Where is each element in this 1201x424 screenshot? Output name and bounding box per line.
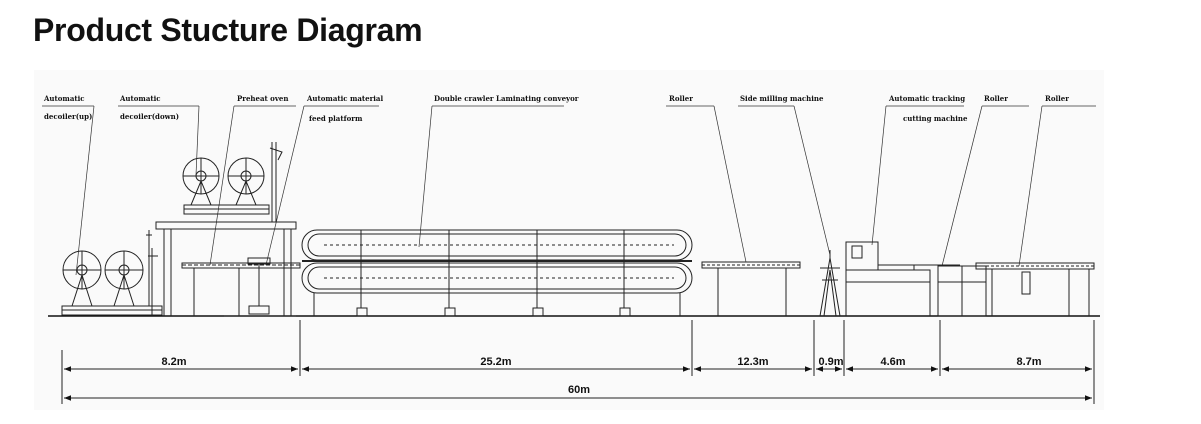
label-decoiler-down-line2: decoiler(down) xyxy=(120,112,179,121)
label-roller-3: Roller xyxy=(1045,94,1069,103)
label-crawler-conveyor: Double crawler Laminating conveyor xyxy=(434,94,579,103)
page-title: Product Stucture Diagram xyxy=(33,12,423,48)
label-feed-platform-line2: feed platform xyxy=(309,114,363,123)
dimension-labels: 8.2m 25.2m 12.3m 0.9m 4.6m 8.7m 60m xyxy=(161,356,1041,396)
label-decoiler-up-line2: decoiler(up) xyxy=(44,112,92,121)
label-decoiler-down-line1: Automatic xyxy=(119,94,161,103)
label-roller-2: Roller xyxy=(984,94,1008,103)
tracking-cutting-machine xyxy=(845,241,987,317)
preheat-oven-feed xyxy=(148,248,301,317)
production-line-diagram: Automatic decoiler(up) Automatic decoile… xyxy=(34,70,1104,410)
callout-labels: Automatic decoiler(up) Automatic decoile… xyxy=(43,94,1069,123)
side-milling-machine xyxy=(819,250,841,317)
dim-label-roller-section: 12.3m xyxy=(737,356,768,368)
upper-decoiler-platform xyxy=(155,142,297,316)
label-decoiler-up-line1: Automatic xyxy=(43,94,85,103)
double-crawler-conveyor xyxy=(301,229,693,317)
dim-label-conveyor-section: 25.2m xyxy=(480,356,511,368)
label-preheat-oven: Preheat oven xyxy=(237,94,288,103)
dimension-lines xyxy=(61,320,1095,404)
dim-label-milling-section: 0.9m xyxy=(818,356,843,368)
dim-label-final-roller-section: 8.7m xyxy=(1016,356,1041,368)
dim-label-cutting-section: 4.6m xyxy=(880,356,905,368)
lower-decoilers xyxy=(61,230,163,316)
label-tracking-line1: Automatic tracking xyxy=(888,94,965,103)
label-tracking-line2: cutting machine xyxy=(903,114,968,123)
leader-lines xyxy=(42,105,1096,276)
roller-table-2 xyxy=(975,262,1095,316)
label-roller-1: Roller xyxy=(669,94,693,103)
roller-table-1 xyxy=(701,261,801,316)
dim-label-total-length: 60m xyxy=(568,384,590,396)
dim-label-decoiler-section: 8.2m xyxy=(161,356,186,368)
label-side-milling: Side milling machine xyxy=(740,94,824,103)
label-feed-platform-line1: Automatic material xyxy=(306,94,383,103)
